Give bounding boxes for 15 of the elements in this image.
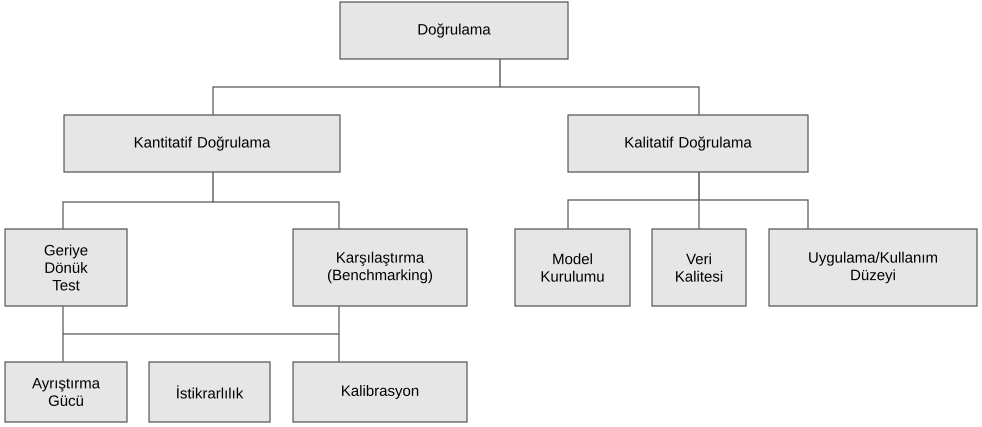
- box: İstikrarlılık: [148, 361, 271, 423]
- connector: [499, 60, 700, 114]
- box: Karşılaştırma (Benchmarking): [292, 228, 468, 307]
- box: Kantitatif Doğrulama: [63, 114, 341, 173]
- box: Veri Kalitesi: [651, 228, 747, 307]
- connector: [212, 172, 340, 228]
- box: Uygulama/Kullanım Düzeyi: [768, 228, 978, 307]
- box: Kalitatif Doğrulama: [567, 114, 809, 173]
- box: Ayrıştırma Gücü: [4, 361, 128, 423]
- connector: [698, 172, 809, 228]
- box: Geriye Dönük Test: [4, 228, 128, 307]
- box: Doğrulama: [339, 1, 569, 60]
- connector: [62, 306, 340, 362]
- box: Kalibrasyon: [292, 361, 468, 423]
- box: Model Kurulumu: [514, 228, 631, 307]
